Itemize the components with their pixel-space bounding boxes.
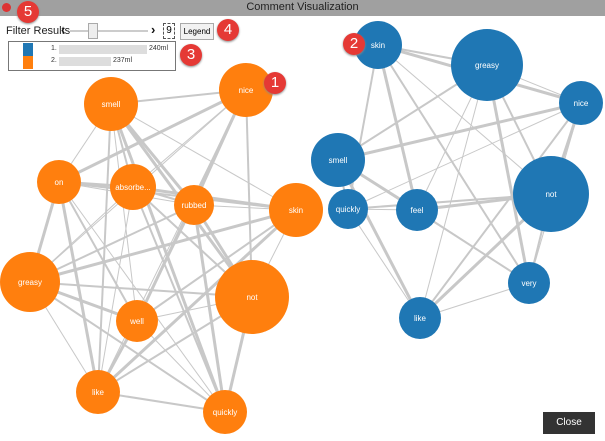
graph-edge [416, 209, 530, 284]
graph-node[interactable] [559, 81, 603, 125]
graph-node-label: quickly [336, 205, 360, 214]
graph-node-label: absorbe... [115, 183, 151, 192]
graph-node[interactable] [328, 189, 368, 229]
graph-node-label: feel [411, 206, 424, 215]
graph-edge [485, 64, 531, 284]
graph-node-label: greasy [18, 278, 42, 287]
graph-node[interactable] [203, 390, 247, 434]
graph-edge [29, 208, 297, 284]
graph-node-label: on [55, 178, 64, 187]
graph-node-label: like [92, 388, 105, 397]
legend-swatch-orange [23, 56, 33, 69]
graph-node[interactable] [354, 21, 402, 69]
graph-edge [347, 44, 379, 210]
graph-node-label: skin [371, 41, 385, 50]
filter-label: Filter Results [6, 25, 71, 37]
graph-edge [419, 102, 582, 319]
annotation-badge: 2 [343, 33, 365, 55]
annotation-badge: 3 [180, 44, 202, 66]
graph-edge [29, 281, 226, 413]
graph-edge [58, 88, 247, 184]
graph-edge [57, 181, 100, 393]
graph-node[interactable] [116, 300, 158, 342]
graph-node-label: smell [329, 156, 348, 165]
legend-value: 237ml [113, 57, 133, 64]
graph-edge [58, 181, 138, 322]
graph-edge [29, 281, 253, 298]
graph-node[interactable] [84, 77, 138, 131]
filter-slider-thumb[interactable] [88, 23, 98, 39]
graph-edge [96, 208, 298, 394]
slider-left-arrow[interactable]: ‹ [61, 22, 66, 37]
annotation-badge: 1 [264, 72, 286, 94]
graph-edge [377, 44, 530, 284]
graph-edge [110, 103, 297, 211]
legend-label-redacted [59, 45, 147, 54]
graph-edge [347, 208, 421, 319]
graph-node[interactable] [311, 133, 365, 187]
graph-node-label: not [545, 190, 557, 199]
graph-node[interactable] [508, 262, 550, 304]
graph-node-label: well [129, 317, 144, 326]
close-button[interactable]: Close [543, 412, 595, 434]
legend-number: 2. [51, 57, 57, 64]
legend-number: 1. [51, 45, 57, 52]
title-bar: Comment Visualization [0, 0, 605, 16]
graph-node[interactable] [76, 370, 120, 414]
legend-box: 1. 240ml 2. 237ml [8, 41, 176, 71]
graph-edge [97, 89, 247, 393]
graph-node[interactable] [513, 156, 589, 232]
graph-node-label: skin [289, 206, 303, 215]
graph-node[interactable] [399, 297, 441, 339]
legend-label-redacted [59, 57, 111, 66]
window-title: Comment Visualization [246, 1, 359, 13]
graph-edge [336, 159, 422, 319]
graph-edge [136, 209, 297, 322]
graph-node[interactable] [174, 185, 214, 225]
graph-node[interactable] [215, 260, 289, 334]
graph-node-label: greasy [475, 61, 499, 70]
graph-node-label: not [246, 293, 258, 302]
graph-node[interactable] [396, 189, 438, 231]
graph-node[interactable] [219, 63, 273, 117]
graph-node-label: quickly [213, 408, 237, 417]
graph-edge [337, 101, 582, 162]
graph-node[interactable] [37, 160, 81, 204]
filter-count: 9 [163, 23, 175, 39]
graph-node[interactable] [269, 183, 323, 237]
graph-node[interactable] [451, 29, 523, 101]
graph-edge [376, 44, 419, 211]
graph-edge [97, 186, 134, 393]
graph-edge [132, 186, 226, 413]
graph-node-label: nice [239, 86, 254, 95]
graph-node-label: like [414, 314, 427, 323]
legend-swatch-blue [23, 43, 33, 56]
graph-edge [192, 204, 227, 413]
graph-edge [419, 64, 488, 319]
graph-edge [132, 185, 297, 212]
graph-node-label: nice [574, 99, 589, 108]
legend-value: 240ml [149, 45, 169, 52]
graph-node-label: smell [102, 100, 121, 109]
graph-edge [377, 44, 552, 195]
graph-edge [136, 204, 195, 322]
slider-right-arrow[interactable]: › [151, 22, 156, 37]
graph-node-label: rubbed [182, 201, 207, 210]
graph-edge [58, 181, 226, 413]
legend-button[interactable]: Legend [180, 23, 214, 40]
annotation-badge: 5 [17, 1, 39, 23]
graph-node-label: very [521, 279, 536, 288]
annotation-badge: 4 [217, 19, 239, 41]
graph-edge [29, 204, 195, 283]
graph-node[interactable] [110, 164, 156, 210]
app-icon [2, 3, 11, 12]
filter-slider-track[interactable] [70, 30, 148, 32]
graph-node[interactable] [0, 252, 60, 312]
